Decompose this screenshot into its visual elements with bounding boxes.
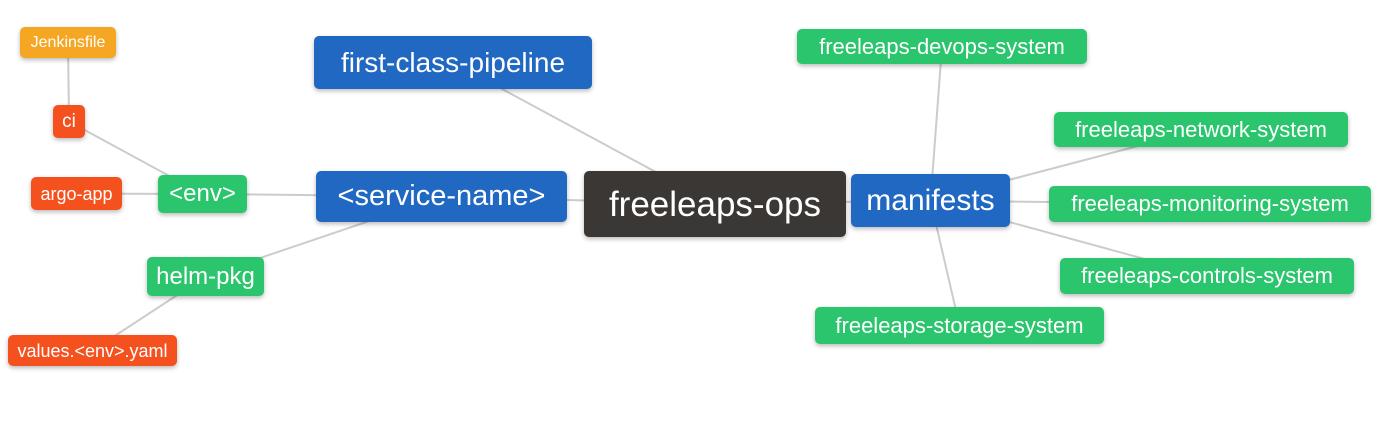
node-network-system[interactable]: freeleaps-network-system bbox=[1054, 112, 1348, 147]
node-storage-system[interactable]: freeleaps-storage-system bbox=[815, 307, 1104, 344]
node-helm-pkg[interactable]: helm-pkg bbox=[147, 257, 264, 296]
node-freeleaps-ops[interactable]: freeleaps-ops bbox=[584, 171, 846, 237]
node-service-name[interactable]: <service-name> bbox=[316, 171, 567, 222]
node-devops-system[interactable]: freeleaps-devops-system bbox=[797, 29, 1087, 64]
node-env[interactable]: <env> bbox=[158, 175, 247, 213]
node-jenkinsfile[interactable]: Jenkinsfile bbox=[20, 27, 116, 58]
node-monitoring-system[interactable]: freeleaps-monitoring-system bbox=[1049, 186, 1371, 222]
node-ci[interactable]: ci bbox=[53, 105, 85, 138]
node-first-class-pipeline[interactable]: first-class-pipeline bbox=[314, 36, 592, 89]
node-controls-system[interactable]: freeleaps-controls-system bbox=[1060, 258, 1354, 294]
node-manifests[interactable]: manifests bbox=[851, 174, 1010, 227]
node-values-env-yaml[interactable]: values.<env>.yaml bbox=[8, 335, 177, 366]
node-argo-app[interactable]: argo-app bbox=[31, 177, 122, 210]
